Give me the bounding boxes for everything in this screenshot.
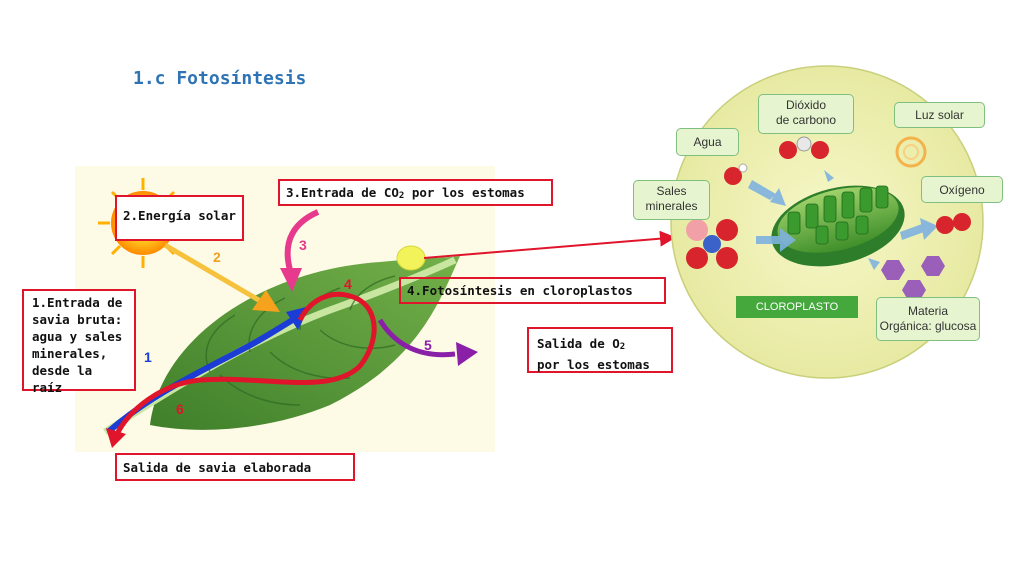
label-entrada-co2: 3.Entrada de CO2 por los estomas (278, 179, 553, 206)
number-3: 3 (299, 237, 307, 253)
sales-line-1: Sales (656, 184, 687, 198)
chloroplast-illustration (771, 185, 905, 267)
materia-line-1: Materia (907, 304, 948, 318)
sales-line-2: minerales (645, 199, 698, 213)
label-dioxido-carbono: Dióxido de carbono (758, 94, 854, 134)
minerals-molecule-icon (686, 219, 738, 269)
fotosintesis-text: 4.Fotosíntesis en cloroplastos (407, 283, 633, 298)
savia-line-2: savia bruta: (32, 312, 123, 327)
oxigeno-text: Oxígeno (939, 183, 985, 197)
dioxido-line-1: Dióxido (785, 98, 827, 112)
o2-text-a: Salida de O (537, 336, 620, 351)
co2-text-b: por los estomas (404, 185, 525, 200)
light-icon (895, 136, 927, 168)
dioxido-line-2: de carbono (775, 113, 837, 127)
co2-molecule-icon (779, 136, 829, 159)
o2-subscript: 2 (619, 342, 626, 352)
label-salida-o2: Salida de O2 por los estomas (527, 327, 673, 373)
savia-elaborada-text: Salida de savia elaborada (123, 460, 312, 475)
number-6: 6 (176, 401, 184, 417)
number-2: 2 (213, 249, 221, 265)
savia-line-1: 1.Entrada de (32, 295, 123, 310)
water-molecule-icon (724, 163, 748, 185)
label-energia-solar: 2.Energía solar (115, 195, 244, 241)
agua-text: Agua (693, 135, 722, 149)
page-title: 1.c Fotosíntesis (133, 68, 307, 89)
number-1: 1 (144, 349, 152, 365)
label-agua: Agua (676, 128, 739, 156)
savia-line-3: agua y sales (32, 329, 123, 344)
luz-text: Luz solar (915, 108, 964, 122)
label-oxigeno: Oxígeno (921, 176, 1003, 203)
label-luz-solar: Luz solar (894, 102, 985, 128)
materia-line-2: Orgánica: glucosa (879, 319, 977, 333)
savia-line-5: desde la raíz (32, 363, 93, 395)
co2-text-a: 3.Entrada de CO (286, 185, 399, 200)
chloroplast-marker (396, 245, 426, 271)
flow-arrows (748, 170, 938, 270)
label-savia-elaborada: Salida de savia elaborada (115, 453, 355, 481)
label-materia-organica: Materia Orgánica: glucosa (876, 297, 980, 341)
number-4: 4 (344, 276, 352, 292)
label-savia-bruta: 1.Entrada de savia bruta: agua y sales m… (22, 289, 136, 395)
o2-text-b: por los estomas (537, 357, 650, 372)
label-fotosintesis: 4.Fotosíntesis en cloroplastos (399, 277, 666, 304)
chloroplast-badge: CLOROPLASTO (736, 296, 858, 318)
oxygen-molecule-icon (936, 213, 971, 234)
label-sales-minerales: Sales minerales (633, 180, 710, 220)
co2-subscript: 2 (398, 191, 405, 201)
savia-line-4: minerales, (32, 346, 108, 361)
glucose-molecules-icon (881, 256, 945, 300)
energia-text: 2.Energía solar (123, 208, 236, 223)
number-5: 5 (424, 337, 432, 353)
pointer-arrow (423, 230, 676, 259)
